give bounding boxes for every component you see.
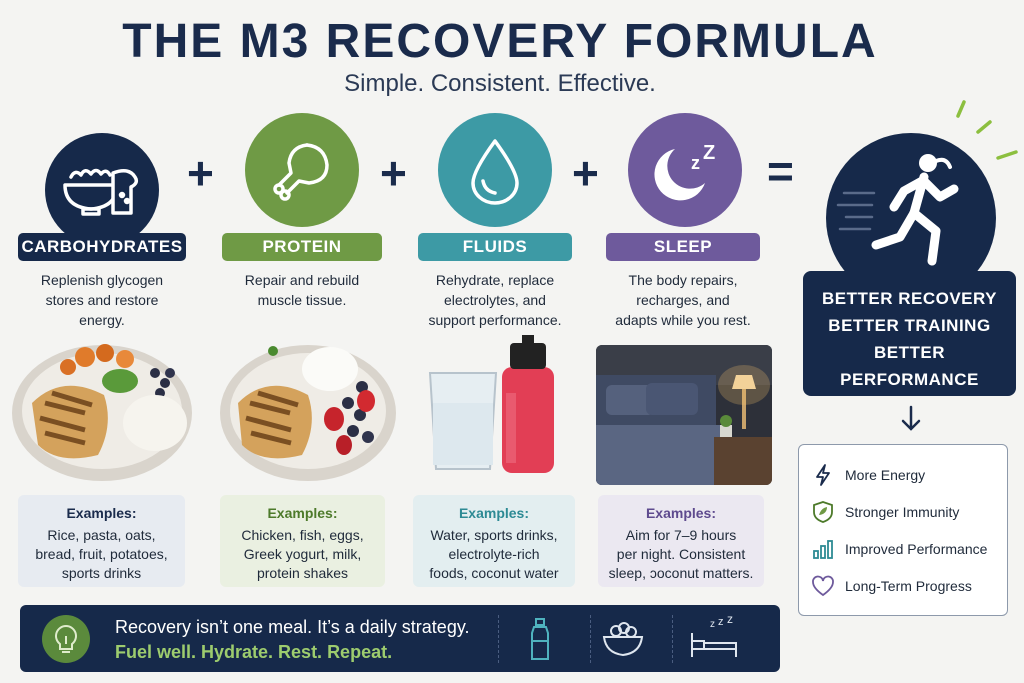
bottom-banner: Recovery isn’t one meal. It’s a daily st… — [20, 605, 780, 672]
pillar-label-protein: PROTEIN — [222, 233, 382, 261]
equals-operator: = — [767, 145, 794, 197]
banner-text: Recovery isn’t one meal. It’s a daily st… — [115, 617, 470, 637]
plus-operator: + — [380, 147, 407, 199]
plus-operator: + — [187, 147, 214, 199]
pillar-description-protein: Repair and rebuild muscle tissue. — [244, 272, 360, 308]
burst-lines-icon — [956, 100, 1018, 160]
lightning-icon — [816, 464, 830, 486]
sleep-circle: z Z — [628, 113, 742, 227]
carbohydrates-circle — [45, 133, 159, 247]
page-subtitle: Simple. Consistent. Effective. — [344, 70, 656, 97]
lightbulb-badge — [42, 615, 90, 663]
bed-icon: z z z — [691, 615, 737, 657]
examples-box-protein: Examples: Chicken, fish, eggs, Greek yog… — [220, 495, 385, 587]
shield-leaf-icon — [813, 501, 833, 523]
pillar-description-sleep: The body repairs, recharges, and adapts … — [615, 272, 751, 328]
water-bottle-icon — [531, 618, 549, 660]
examples-box-sleep: Examples: Aim for 7–9 hours per night. C… — [598, 495, 764, 587]
pillar-description-carbohydrates: Replenish glycogen stores and restore en… — [40, 272, 164, 328]
pillar-label-fluids: FLUIDS — [418, 233, 572, 261]
water-drop-icon — [471, 139, 519, 205]
plus-operator: + — [572, 147, 599, 199]
carbohydrate-meal-photo — [10, 333, 195, 485]
svg-text:z: z — [718, 616, 724, 628]
pillar-description-fluids: Rehydrate, replace electrolytes, and sup… — [428, 272, 562, 328]
divider — [672, 615, 673, 663]
bar-chart-icon — [813, 540, 833, 559]
benefit-item: Long-Term Progress — [811, 574, 972, 598]
fluids-circle — [438, 113, 552, 227]
chicken-leg-icon — [273, 143, 329, 201]
moon-zzz-icon: z Z — [654, 142, 715, 201]
heart-icon — [812, 575, 834, 597]
svg-text:Z: Z — [703, 142, 715, 164]
svg-text:z: z — [727, 615, 733, 626]
result-box: BETTER RECOVERY BETTER TRAINING BETTER P… — [803, 271, 1016, 396]
runner-icon — [836, 154, 959, 266]
bowl-icon — [602, 622, 644, 657]
svg-text:z: z — [710, 619, 715, 630]
divider — [498, 615, 499, 663]
benefits-list: More Energy Stronger Immunity Improved P… — [798, 444, 1008, 616]
svg-text:z: z — [691, 153, 700, 173]
examples-box-carbohydrates: Examples: Rice, pasta, oats, bread, frui… — [18, 495, 185, 587]
arrow-down-icon — [901, 405, 921, 431]
fluids-photo — [410, 333, 580, 485]
food-bowl-bread-icon — [63, 168, 139, 216]
pillar-label-sleep: SLEEP — [606, 233, 760, 261]
benefit-item: More Energy — [811, 463, 925, 487]
protein-meal-photo — [218, 333, 398, 485]
benefit-item: Stronger Immunity — [811, 500, 959, 524]
divider — [590, 615, 591, 663]
lightbulb-icon — [55, 624, 77, 653]
pillar-label-carbohydrates: CARBOHYDRATES — [18, 233, 186, 261]
banner-tagline: Fuel well. Hydrate. Rest. Repeat. — [115, 642, 393, 662]
examples-box-fluids: Examples: Water, sports drinks, electrol… — [413, 495, 575, 587]
protein-circle — [245, 113, 359, 227]
bedroom-photo — [596, 345, 772, 485]
benefit-item: Improved Performance — [811, 537, 987, 561]
page-title: THE M3 RECOVERY FORMULA — [122, 15, 878, 68]
